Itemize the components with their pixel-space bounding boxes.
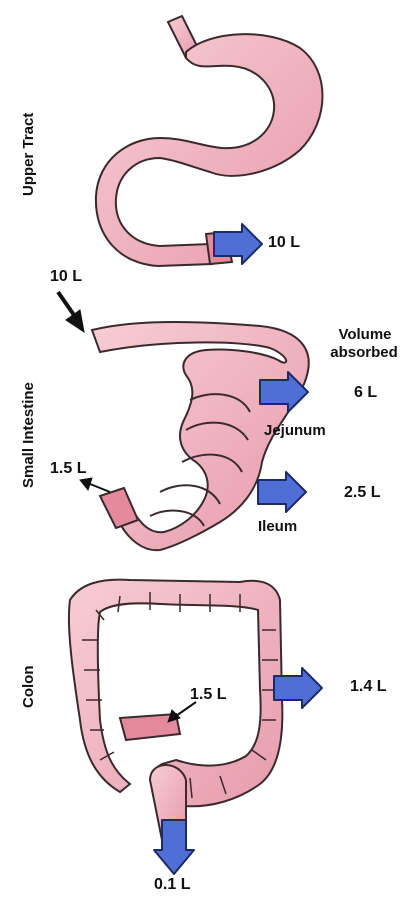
colon-in-value: 1.5 L [190,686,226,704]
small-in-value: 10 L [50,268,82,286]
ileum-value: 2.5 L [344,484,380,502]
ileum-label: Ileum [258,518,297,535]
colon-absorbed-value: 1.4 L [350,678,386,696]
section-label-small-intestine: Small Intestine [20,382,37,488]
jejunum-label: Jejunum [264,422,326,439]
ileum-out-value: 1.5 L [50,460,86,478]
ileum-arrow [258,472,306,512]
stool-value: 0.1 L [154,876,190,894]
ileum-out-arrow [90,484,110,492]
section-label-colon: Colon [20,666,37,709]
stomach [96,16,323,266]
upper-out-value: 10 L [268,234,300,252]
jejunum-value: 6 L [354,384,377,402]
small-in-arrow [58,292,76,318]
volume-heading-line1: Volume [330,326,400,343]
volume-heading-line2: absorbed [318,344,410,361]
section-label-upper-tract: Upper Tract [20,113,37,196]
colon-in-arrow [176,702,196,716]
colon [69,580,282,840]
